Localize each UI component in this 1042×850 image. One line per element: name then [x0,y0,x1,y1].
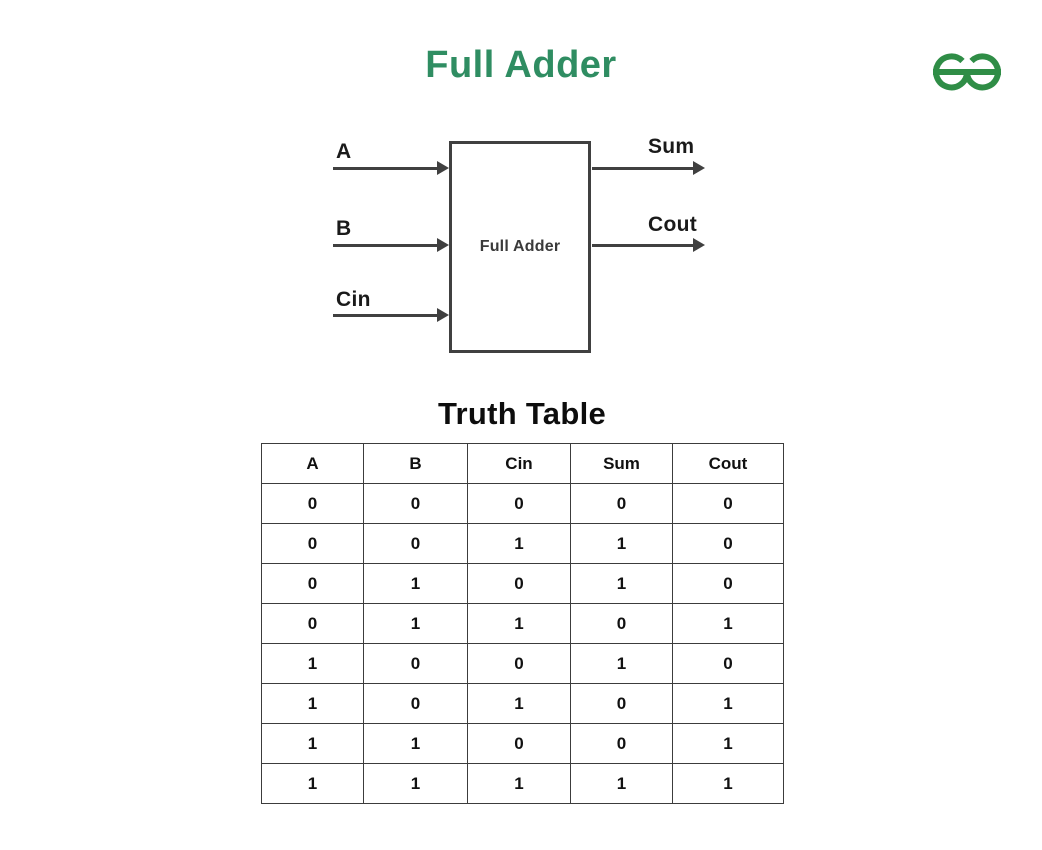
table-cell: 1 [672,683,784,724]
table-cell: 1 [363,563,468,604]
table-cell: 0 [261,483,364,524]
arrowhead-icon [437,161,449,175]
arrowhead-icon [693,238,705,252]
input-label-b: B [336,217,352,240]
arrowhead-icon [693,161,705,175]
table-cell: 1 [261,683,364,724]
arrowhead-icon [437,238,449,252]
table-cell: 0 [261,523,364,564]
column-header-cin: Cin [467,443,571,484]
table-cell: 0 [363,523,468,564]
table-cell: 1 [467,523,571,564]
table-cell: 0 [261,603,364,644]
input-label-a: A [336,140,352,163]
table-cell: 1 [672,723,784,764]
full-adder-diagram: Full Adder A B Cin Sum Cout [0,0,1042,400]
table-cell: 0 [570,723,673,764]
arrowhead-icon [437,308,449,322]
table-cell: 1 [467,763,571,804]
table-cell: 0 [467,483,571,524]
table-cell: 1 [467,603,571,644]
truth-table-heading: Truth Table [437,396,607,431]
table-cell: 1 [672,603,784,644]
table-cell: 1 [467,683,571,724]
truth-table-header-row: A B Cin Sum Cout [261,443,784,484]
column-header-sum: Sum [570,443,673,484]
output-label-sum: Sum [648,135,695,158]
table-cell: 0 [672,523,784,564]
table-cell: 1 [570,643,673,684]
table-cell: 0 [467,563,571,604]
table-cell: 1 [570,763,673,804]
output-arrow-sum [592,161,705,175]
column-header-cout: Cout [672,443,784,484]
full-adder-block: Full Adder [449,141,591,353]
table-cell: 1 [363,723,468,764]
table-cell: 0 [363,643,468,684]
table-cell: 0 [261,563,364,604]
output-arrow-cout [592,238,705,252]
table-cell: 0 [672,483,784,524]
table-cell: 0 [467,723,571,764]
table-cell: 1 [363,603,468,644]
table-cell: 1 [672,763,784,804]
table-cell: 0 [672,643,784,684]
table-cell: 0 [467,643,571,684]
page-title: Full Adder [425,44,617,86]
table-cell: 0 [363,683,468,724]
table-cell: 0 [672,563,784,604]
table-cell: 1 [570,523,673,564]
table-cell: 0 [570,603,673,644]
table-cell: 1 [363,763,468,804]
input-arrow-cin [333,308,449,322]
table-cell: 0 [570,483,673,524]
geeksforgeeks-logo-icon [933,50,1001,94]
input-arrow-b [333,238,449,252]
table-cell: 0 [363,483,468,524]
block-label: Full Adder [479,238,561,255]
table-cell: 0 [570,683,673,724]
column-header-b: B [363,443,468,484]
input-arrow-a [333,161,449,175]
input-label-cin: Cin [336,288,371,311]
table-cell: 1 [261,763,364,804]
table-cell: 1 [570,563,673,604]
table-cell: 1 [261,643,364,684]
column-header-a: A [261,443,364,484]
table-cell: 1 [261,723,364,764]
output-label-cout: Cout [648,213,698,236]
